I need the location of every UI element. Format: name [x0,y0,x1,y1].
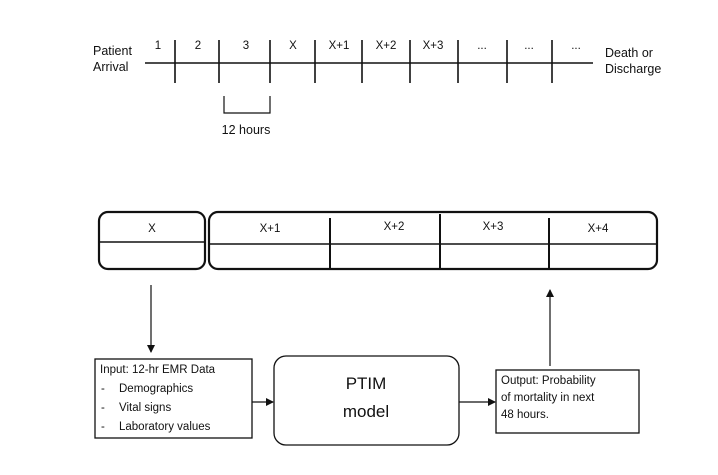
input-item-bullet: - [101,383,105,395]
timeline-segment-label: ... [571,40,581,52]
output-window-label: X+4 [588,223,609,235]
interval-label: 12 hours [222,123,271,137]
timeline-segment-label: X+3 [423,40,444,52]
output-window-label: X+2 [384,221,405,233]
timeline-segment-label: X+2 [376,40,397,52]
model-box-frame [273,355,460,446]
input-item-bullet: - [101,421,105,433]
timeline-segment-label: ... [524,40,534,52]
input-item-laboratory-values: Laboratory values [119,421,211,433]
input-item-bullet: - [101,402,105,414]
input-window-box [97,210,207,271]
model-label-line1: PTIM [346,374,387,393]
timeline-segment-labels: 1 2 3 X X+1 X+2 X+3 ... ... ... [155,40,581,52]
output-box-line2: of mortality in next [501,392,595,404]
input-window: X [97,210,207,271]
input-box-frame [94,358,253,439]
timeline-segment-label: 1 [155,40,161,52]
input-item-demographics: Demographics [119,383,193,395]
output-box-frame [495,369,640,434]
output-box-line1: Output: Probability [501,375,596,387]
input-window-label: X [148,223,156,235]
end-label-line1: Death or [605,46,653,60]
timeline-ticks [174,40,553,83]
timeline: Patient Arrival 1 2 3 X X+1 X+2 X+3 ... … [93,40,661,137]
output-window-box [207,210,659,271]
timeline-segment-label: 3 [243,40,249,52]
output-window-label: X+3 [483,221,504,233]
timeline-segment-label: X [289,40,297,52]
interval-bracket [223,96,271,114]
end-label-line2: Discharge [605,62,661,76]
input-box-title: Input: 12-hr EMR Data [100,364,216,376]
output-window: X+1 X+2 X+3 X+4 [207,210,659,271]
input-item-vital-signs: Vital signs [119,402,171,414]
timeline-segment-label: ... [477,40,487,52]
timeline-segment-label: X+1 [329,40,350,52]
start-label-line2: Arrival [93,60,128,74]
output-window-label: X+1 [260,223,281,235]
output-box-line3: 48 hours. [501,409,549,421]
model-label-line2: model [343,402,389,421]
timeline-segment-label: 2 [195,40,201,52]
start-label-line1: Patient [93,44,132,58]
